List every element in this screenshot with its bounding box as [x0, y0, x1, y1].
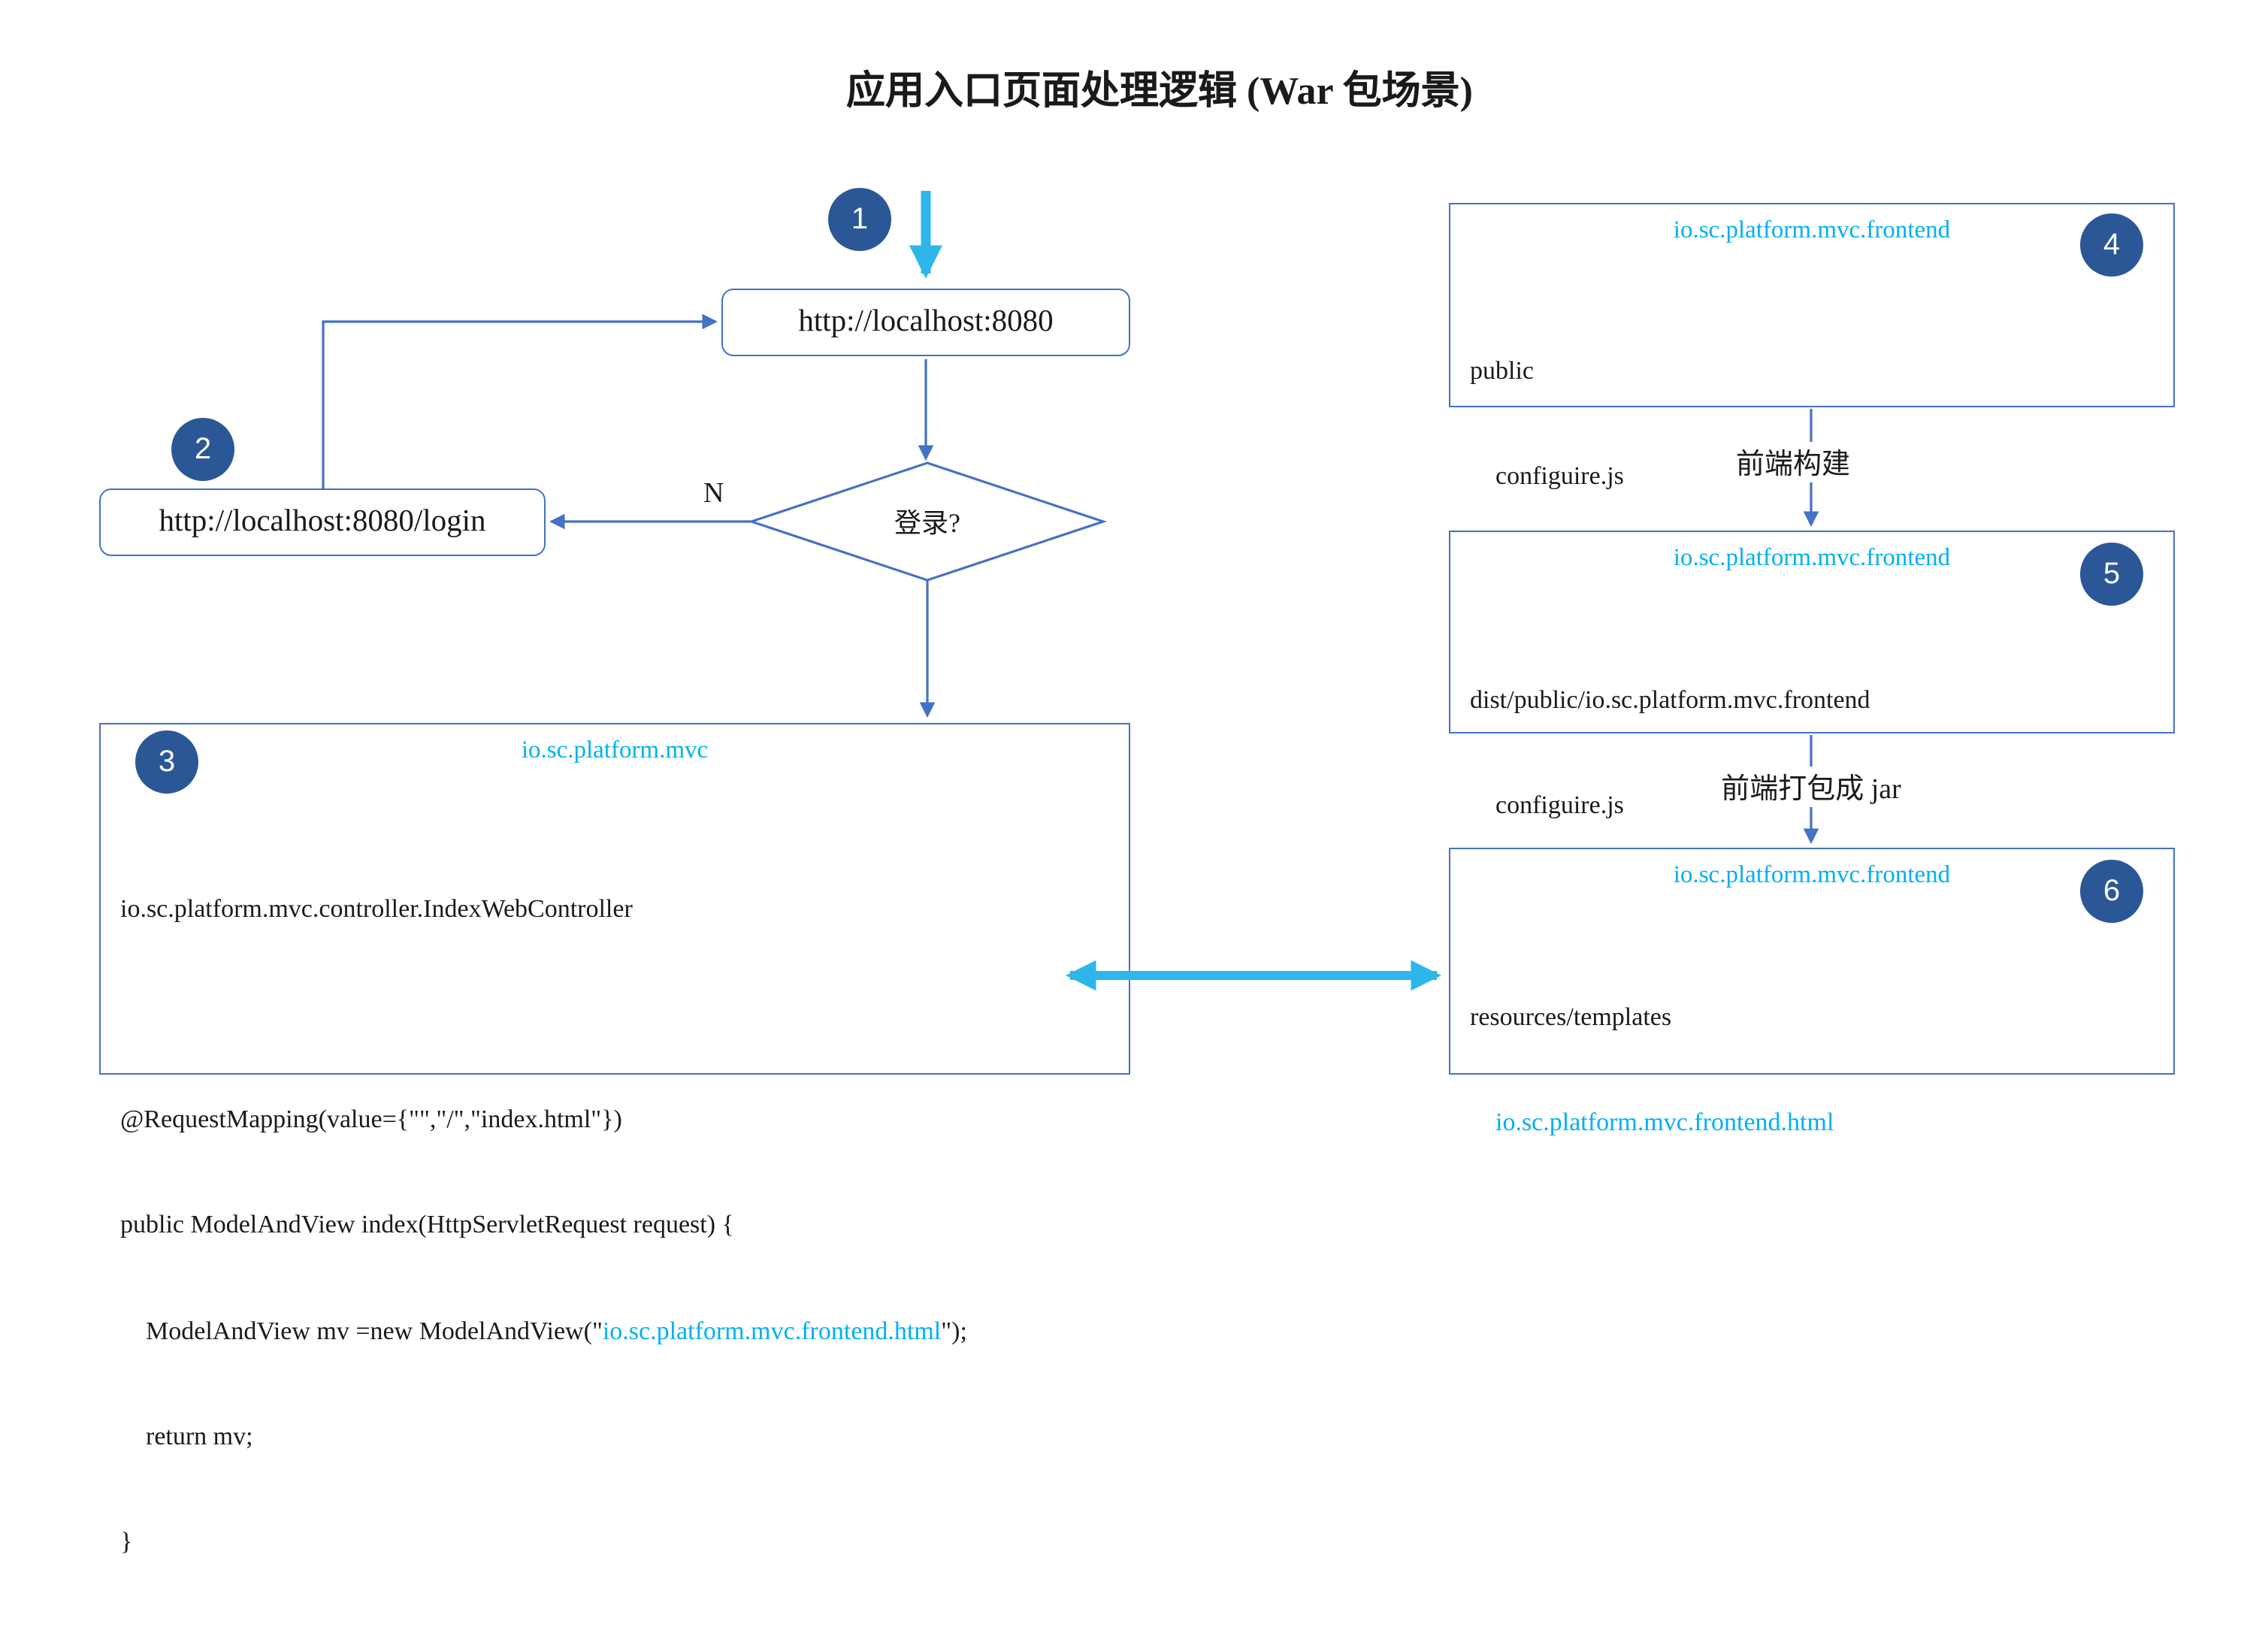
diagram-title: 应用入口页面处理逻辑 (War 包场景): [846, 69, 1473, 113]
frontend-jar-path-line: resources/templates: [1470, 1002, 1672, 1031]
decision-no-branch-label: N: [703, 478, 724, 510]
step-badge-5-number: 5: [2103, 557, 2121, 590]
mvc-signature-line: public ModelAndView index(HttpServletReq…: [120, 1210, 734, 1239]
node-frontend-jar: io.sc.platform.mvc.frontend resources/te…: [1449, 848, 2175, 1136]
mvc-code-block: io.sc.platform.mvc.controller.IndexWebCo…: [120, 821, 967, 1630]
mvc-return-line: return mv;: [120, 1421, 253, 1450]
step-badge-2: 2: [171, 418, 234, 481]
frontend-jar-files: resources/templates io.sc.platform.mvc.f…: [1470, 929, 1834, 1211]
edge-label-build: 前端构建: [1731, 442, 1855, 482]
step-badge-5: 5: [2080, 543, 2143, 606]
frontend-src-line-1: public: [1470, 355, 1534, 385]
mvc-body-pre: ModelAndView mv =new ModelAndView(": [120, 1316, 603, 1345]
node-url-login: http://localhost:8080/login: [99, 488, 546, 556]
step-badge-3-number: 3: [158, 745, 176, 778]
frontend-dist-line-1: dist/public/io.sc.platform.mvc.frontend: [1470, 685, 1870, 714]
mvc-body-post: ");: [941, 1316, 967, 1345]
node-url-home: http://localhost:8080: [721, 289, 1130, 356]
frontend-dist-line-2: configuire.js: [1470, 791, 1624, 820]
step-badge-4-number: 4: [2103, 228, 2121, 261]
diagram-canvas: 应用入口页面处理逻辑 (War 包场景) 1 2 3: [99, 69, 2175, 1556]
step-badge-4: 4: [2080, 213, 2143, 277]
mvc-close-brace: }: [120, 1527, 133, 1556]
step-badge-3: 3: [135, 730, 198, 794]
step-badge-6-number: 6: [2103, 874, 2121, 907]
mvc-body-line: ModelAndView mv =new ModelAndView("io.sc…: [120, 1313, 967, 1348]
edge-label-package: 前端打包成 jar: [1716, 767, 1906, 807]
mvc-view-name: io.sc.platform.mvc.frontend.html: [602, 1316, 942, 1345]
frontend-jar-template-line: io.sc.platform.mvc.frontend.html: [1470, 1108, 1834, 1137]
step-badge-1: 1: [828, 188, 891, 251]
node-url-login-label: http://localhost:8080/login: [159, 505, 486, 538]
arrow-login-to-home: [322, 313, 718, 488]
step-badge-2-number: 2: [194, 432, 212, 465]
mvc-annotation-line: @RequestMapping(value={"","/","index.htm…: [120, 1105, 622, 1134]
node-frontend-dist-title: io.sc.platform.mvc.frontend: [1673, 543, 1951, 571]
node-frontend-dist: io.sc.platform.mvc.frontend dist/public/…: [1449, 531, 2175, 925]
mvc-blank-line: [120, 996, 967, 1032]
node-url-home-label: http://localhost:8080: [798, 305, 1054, 338]
node-frontend-jar-title: io.sc.platform.mvc.frontend: [1673, 860, 1951, 888]
decision-login-label: 登录?: [894, 508, 960, 538]
node-frontend-src: io.sc.platform.mvc.frontend public confi…: [1449, 203, 2175, 596]
node-mvc-title: io.sc.platform.mvc: [521, 735, 709, 764]
node-frontend-src-title: io.sc.platform.mvc.frontend: [1673, 215, 1951, 243]
node-mvc-controller: io.sc.platform.mvc io.sc.platform.mvc.co…: [99, 723, 1130, 1556]
frontend-src-line-2: configuire.js: [1470, 461, 1624, 491]
step-badge-1-number: 1: [851, 202, 869, 235]
mvc-controller-line: io.sc.platform.mvc.controller.IndexWebCo…: [120, 894, 633, 923]
step-badge-6: 6: [2080, 860, 2143, 923]
